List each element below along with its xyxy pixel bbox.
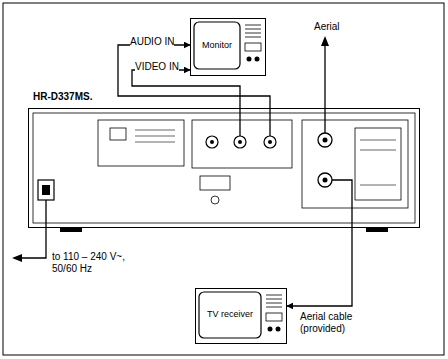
- aerial-in-jack: [318, 133, 332, 147]
- signal-label: AUDIO IN: [130, 36, 174, 48]
- cable-label: Aerial cable (provided): [300, 311, 366, 335]
- switch-symbol: [110, 128, 126, 140]
- text-slot: Monitor: [194, 39, 240, 51]
- vcr-foot: [366, 228, 388, 232]
- vent-line: [135, 136, 175, 137]
- rear-panel-inset: [33, 113, 415, 223]
- control-knob: [276, 327, 281, 332]
- picture-frame: [3, 3, 444, 355]
- text-slot: HR-D337MS.: [33, 91, 92, 103]
- power-supply-label: to 110 – 240 V~, 50/60 Hz: [52, 251, 142, 275]
- vcr-rear-panel: HR-D337MS.: [28, 108, 420, 228]
- audio-out-jack: [264, 136, 276, 148]
- screen: [194, 22, 240, 69]
- jack-pin: [238, 140, 242, 144]
- label-slot: to 110 – 240 V~, 50/60 Hz: [52, 251, 142, 275]
- rf-label-plate: [355, 128, 401, 200]
- screw-symbol: [211, 196, 219, 204]
- label-slot: Aerial: [314, 21, 340, 33]
- speaker-grille: [266, 299, 282, 300]
- cable-stub: [239, 108, 240, 136]
- speaker-grille: [245, 37, 261, 38]
- power-plug: [42, 185, 50, 195]
- rf-panel: [302, 120, 408, 208]
- cable-connector: [287, 228, 352, 306]
- tv-receiver-box: TV receiver: [195, 288, 287, 344]
- switch-symbol: [200, 176, 230, 190]
- node-label: Monitor: [194, 39, 240, 51]
- cable-stub: [332, 180, 352, 228]
- control-panel: [245, 43, 261, 51]
- jack-panel: [192, 120, 292, 168]
- label-slot: Aerial cable (provided): [300, 311, 366, 336]
- arrowhead: [321, 36, 329, 46]
- label-slot: VIDEO IN: [135, 56, 179, 74]
- jack-pin: [323, 138, 328, 143]
- speaker-grille: [245, 25, 261, 26]
- jack-pin: [323, 178, 328, 183]
- speaker-grille: [266, 303, 282, 304]
- arrowhead: [12, 254, 22, 262]
- speaker-grille: [266, 307, 282, 308]
- video-out-jack: [234, 136, 246, 148]
- plate-line: [360, 140, 396, 141]
- jack-pin: [268, 140, 272, 144]
- screen: [199, 292, 261, 338]
- control-panel: [266, 313, 282, 321]
- label-slot: AUDIO IN: [130, 31, 174, 49]
- rf-out-jack: [318, 173, 332, 187]
- plate-line: [360, 185, 396, 186]
- text-slot: TV receiver: [199, 308, 261, 320]
- jack-pin: [210, 140, 214, 144]
- control-knob: [268, 327, 273, 332]
- power-socket: [38, 180, 54, 200]
- control-knob: [247, 57, 252, 62]
- signal-label: VIDEO IN: [135, 61, 179, 73]
- vent-line: [135, 130, 175, 131]
- power-cord: [20, 200, 46, 258]
- cable-stub: [269, 108, 270, 136]
- node-label: TV receiver: [199, 308, 261, 320]
- control-knob: [255, 57, 260, 62]
- speaker-grille: [266, 295, 282, 296]
- speaker-grille: [245, 29, 261, 30]
- jack: [206, 136, 218, 148]
- aerial-label: Aerial: [314, 21, 340, 33]
- aerial-lead: [324, 44, 325, 133]
- model-name: HR-D337MS.: [33, 91, 92, 103]
- vent-line: [135, 142, 175, 143]
- monitor-box: Monitor: [190, 18, 266, 76]
- speaker-grille: [245, 33, 261, 34]
- vcr-foot: [60, 228, 82, 232]
- plate-line: [360, 150, 396, 151]
- panel-recess: [98, 120, 184, 166]
